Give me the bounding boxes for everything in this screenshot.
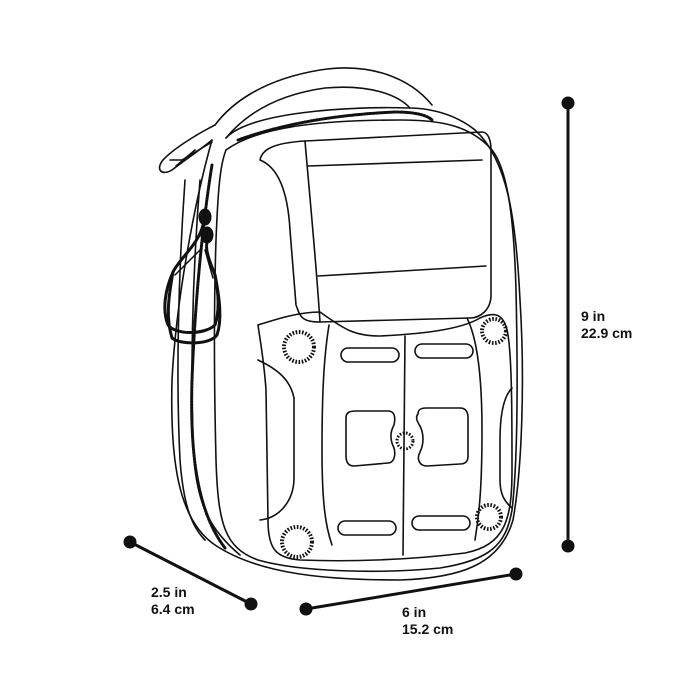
center-pad-left (345, 410, 396, 467)
center-pad-right (415, 407, 469, 467)
grommet (475, 503, 503, 531)
height-label: 9 in 22.9 cm (581, 308, 632, 342)
depth-dimension-line (129, 540, 252, 606)
body-outline (170, 106, 524, 581)
height-metric: 22.9 cm (581, 325, 633, 341)
width-dimension-line (305, 572, 517, 611)
height-imperial: 9 in (581, 308, 606, 324)
grommet (480, 317, 508, 345)
window-panel (259, 131, 492, 323)
width-imperial: 6 in (402, 604, 427, 620)
velcro-loop (414, 343, 474, 359)
grommet (395, 431, 415, 451)
velcro-loop (411, 515, 471, 531)
zipper-pulls (163, 208, 222, 345)
width-metric: 15.2 cm (402, 621, 454, 637)
velcro-loop (337, 520, 397, 536)
depth-imperial: 2.5 in (151, 584, 187, 600)
carry-handle (214, 67, 433, 126)
molle-panel (257, 311, 513, 562)
grommet (282, 330, 316, 364)
velcro-loop (340, 347, 400, 363)
depth-metric: 6.4 cm (151, 601, 195, 617)
grommet (280, 525, 314, 559)
width-label: 6 in 15.2 cm (402, 604, 453, 638)
depth-label: 2.5 in 6.4 cm (151, 584, 195, 618)
